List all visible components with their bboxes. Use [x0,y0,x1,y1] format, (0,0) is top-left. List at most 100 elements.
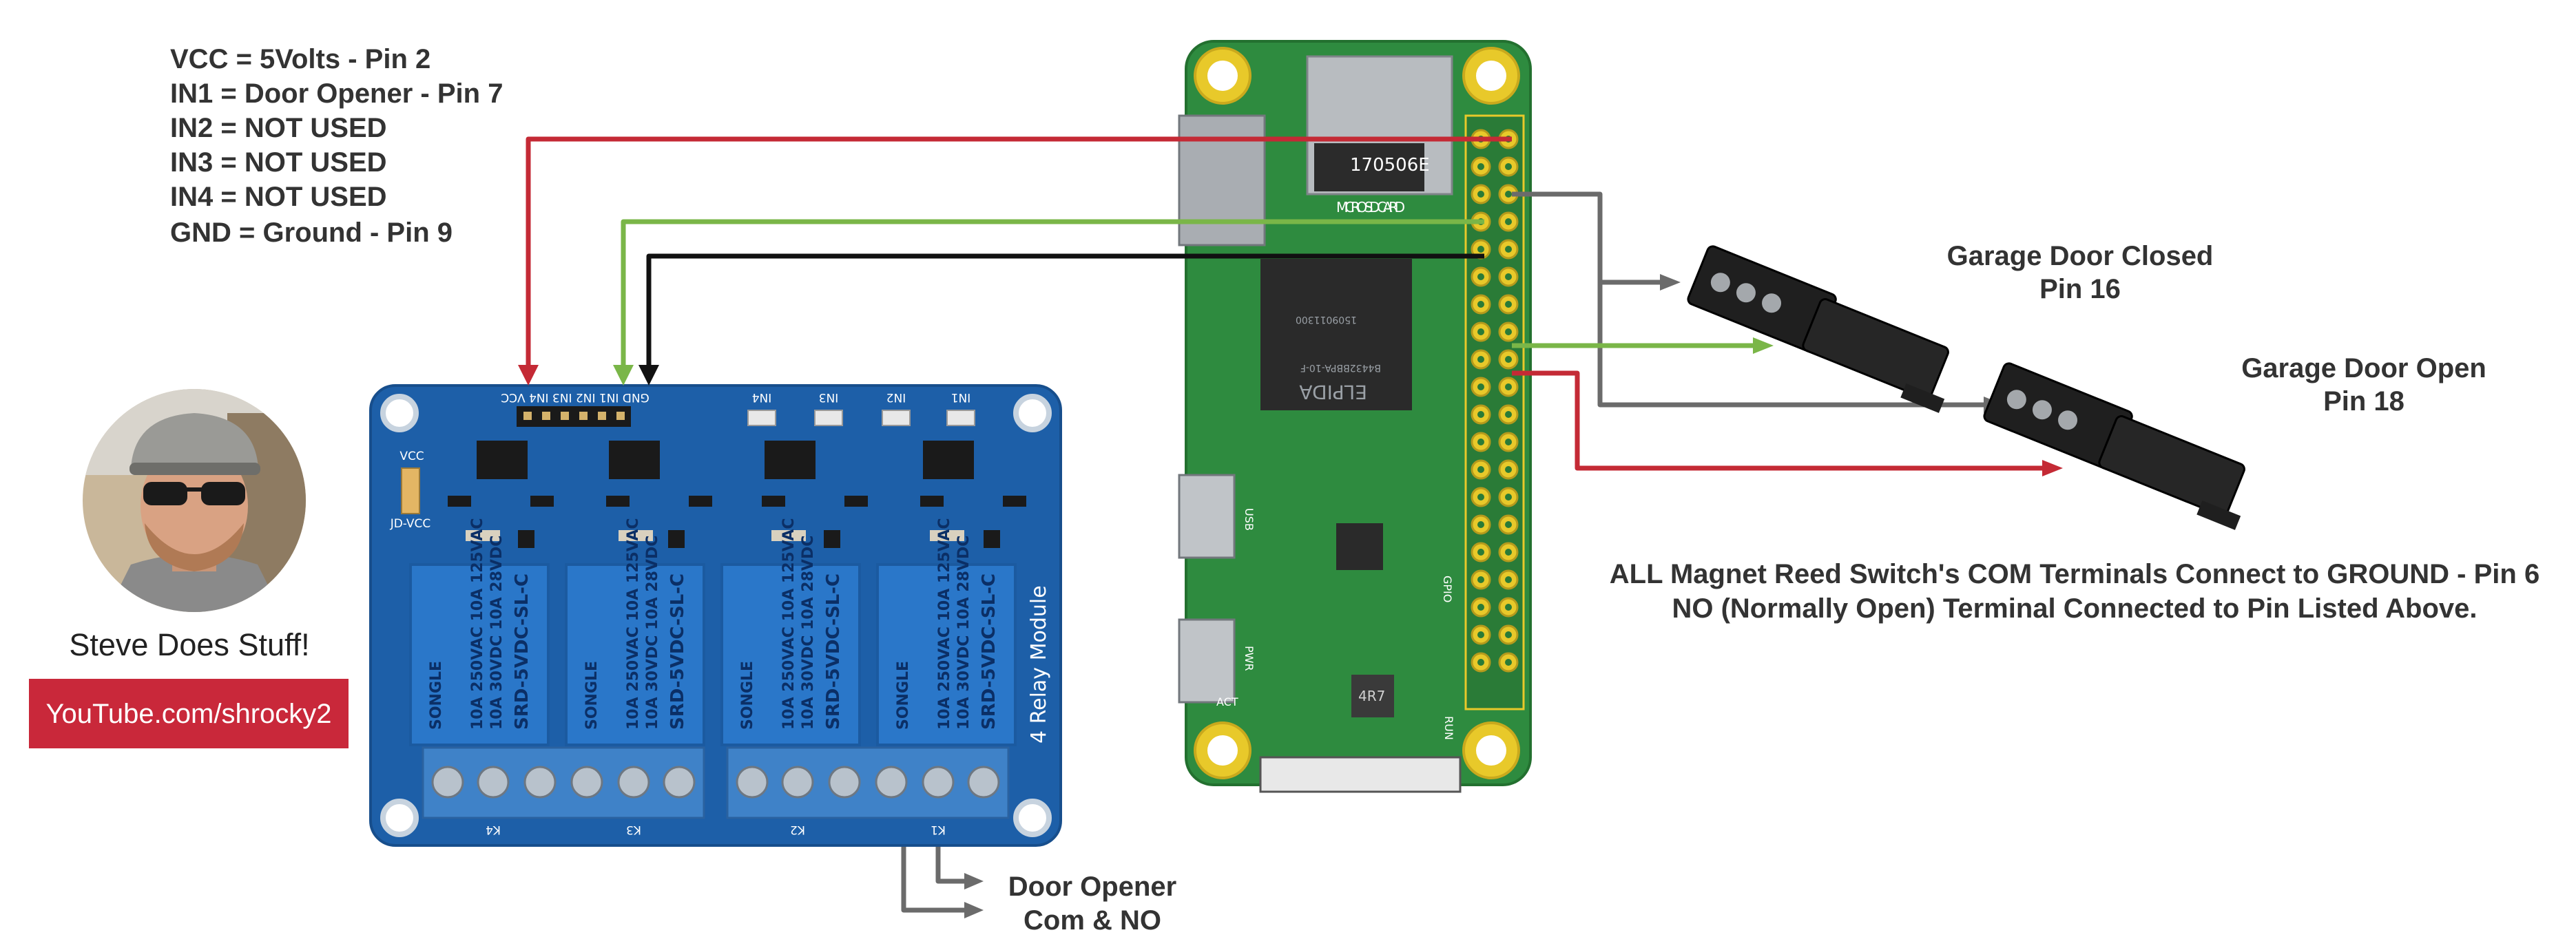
gpio-pad-hole [1477,439,1484,445]
arrow-in1 [613,365,634,386]
gpio-pad-hole [1505,383,1512,390]
relay-k2-model: SRD-5VDC-SL-C [823,573,844,730]
terminal-label-k1: K1 [931,823,946,836]
relay-header-label: GND IN1 IN2 IN3 IN4 VCC [501,390,650,404]
arrow-pin16 [1753,337,1774,354]
gpio-pad-hole [1477,494,1484,501]
pi-label-gpio: GPIO [1441,576,1454,602]
terminal-label-k2: K2 [790,823,805,836]
legend-in4: IN4 = NOT USED [170,182,387,212]
reed-switch-open [1983,362,2245,530]
relay-k4-model: SRD-5VDC-SL-C [512,573,532,730]
gpio-pad-hole [1477,191,1484,198]
relay-input-header: GND IN1 IN2 IN3 IN4 VCC [501,390,650,427]
gpio-header [1464,114,1525,710]
inductor [1351,675,1394,717]
relay-k2-rating-dc: 10A 30VDC 10A 28VDC [800,536,817,730]
relay-module: GND IN1 IN2 IN3 IN4 VCC IN4 IN3 IN2 IN1 … [369,384,1062,847]
gpio-pad-hole [1477,273,1484,280]
relay-k3-rating-dc: 10A 30VDC 10A 28VDC [644,536,661,730]
arrow-door-com [964,902,984,918]
relay-k3-rating-ac: 10A 250VAC 10A 125VAC [625,518,642,730]
screw-terminals: K4 K3 K2 K1 [422,746,1010,836]
relay-led-label-in4: IN4 [752,390,772,404]
pi-label-usb: USB [1243,508,1256,531]
gpio-pad-hole [1505,439,1512,445]
gpio-pad-hole [1505,466,1512,473]
gpio-pad-hole [1505,411,1512,418]
gpio-pad-hole [1477,246,1484,253]
pi-label-act: ACT [1216,695,1238,708]
gpio-pad-hole [1477,659,1484,666]
gpio-pad-hole [1477,356,1484,363]
arrow-pin18 [2042,460,2063,476]
sensor-closed-label: Garage Door Closed [1947,241,2214,271]
relays: SONGLE 10A 250VAC 10A 125VAC 10A 30VDC 1… [409,518,1017,746]
gpio-pad-hole [1505,549,1512,556]
jumper-label-vcc: VCC [399,450,424,463]
vcc-jumper: VCC JD-VCC [390,450,431,531]
gpio-pad-hole [1505,356,1512,363]
youtube-channel-button[interactable]: YouTube.com/shrocky2 [29,679,349,748]
gpio-pad-hole [1477,301,1484,308]
legend-in3: IN3 = NOT USED [170,147,387,178]
relay-k1: SONGLE 10A 250VAC 10A 125VAC 10A 30VDC 1… [876,518,1017,746]
arrow-vcc [518,365,539,386]
gpio-pad-hole [1505,576,1512,583]
pin-legend: VCC = 5Volts - Pin 2 IN1 = Door Opener -… [170,44,503,248]
youtube-channel-label: YouTube.com/shrocky2 [45,699,331,729]
sd-label: MICRO SD CARD [1336,199,1405,215]
gpio-pad-hole [1477,576,1484,583]
gpio-pad-hole [1477,549,1484,556]
relay-leds [747,410,975,426]
author-card: Steve Does Stuff! YouTube.com/shrocky2 [29,389,349,748]
legend-in1: IN1 = Door Opener - Pin 7 [170,78,503,109]
pi-label-run: RUN [1442,716,1455,740]
wire-door-opener-gray [901,847,964,913]
relay-k3-brand: SONGLE [583,661,601,730]
note-no-terminal: NO (Normally Open) Terminal Connected to… [1672,593,2477,624]
door-opener-terminals: Com & NO [1024,905,1161,936]
chip-serial: 1509011300 [1296,314,1357,325]
note-com-ground: ALL Magnet Reed Switch's COM Terminals C… [1610,559,2539,589]
relay-k2-rating-ac: 10A 250VAC 10A 125VAC [780,518,798,730]
gpio-pad-hole [1505,163,1512,170]
relay-k3: SONGLE 10A 250VAC 10A 125VAC 10A 30VDC 1… [565,518,705,746]
gpio-pad-hole [1477,383,1484,390]
gpio-pad-hole [1505,301,1512,308]
relay-k1-model: SRD-5VDC-SL-C [979,573,999,730]
optocouplers [477,441,974,479]
relay-k1-rating-ac: 10A 250VAC 10A 125VAC [936,518,953,730]
sensor-open-pin: Pin 18 [2323,386,2404,417]
terminal-label-k4: K4 [486,823,501,836]
gpio-pad-hole [1477,521,1484,528]
pi-label-pwr: PWR [1243,646,1256,671]
camera-connector [1259,756,1462,793]
raspberry-pi-zero: 170506E MICRO SD CARD ELPIDA B4432BBPA-1… [1178,40,1532,793]
reed-switch-closed [1687,245,1949,413]
wires [518,136,2063,918]
gpio-pad-hole [1505,191,1512,198]
gpio-pad-hole [1505,246,1512,253]
gpio-pad-hole [1505,521,1512,528]
sd-code: 170506E [1350,155,1430,176]
gpio-pad-hole [1505,218,1512,225]
wire-in1-green [621,219,1484,365]
gpio-pad-hole [1477,466,1484,473]
gpio-pad-hole [1505,631,1512,638]
author-name: Steve Does Stuff! [69,627,309,662]
mini-hdmi-port [1178,114,1266,246]
terminal-label-k3: K3 [626,823,641,836]
relay-led-label-in2: IN2 [886,390,906,404]
legend-gnd: GND = Ground - Pin 9 [170,218,453,248]
power-port [1178,618,1236,704]
relay-k4-brand: SONGLE [428,661,445,730]
gpio-pad-hole [1477,163,1484,170]
gpio-pad-hole [1505,328,1512,335]
gpio-pad-hole [1505,494,1512,501]
chip-code: B4432BBPA-10-F [1300,362,1381,373]
gpio-pad-hole [1505,659,1512,666]
gpio-pad-hole [1477,328,1484,335]
jumper-label-jd-vcc: JD-VCC [390,517,431,531]
